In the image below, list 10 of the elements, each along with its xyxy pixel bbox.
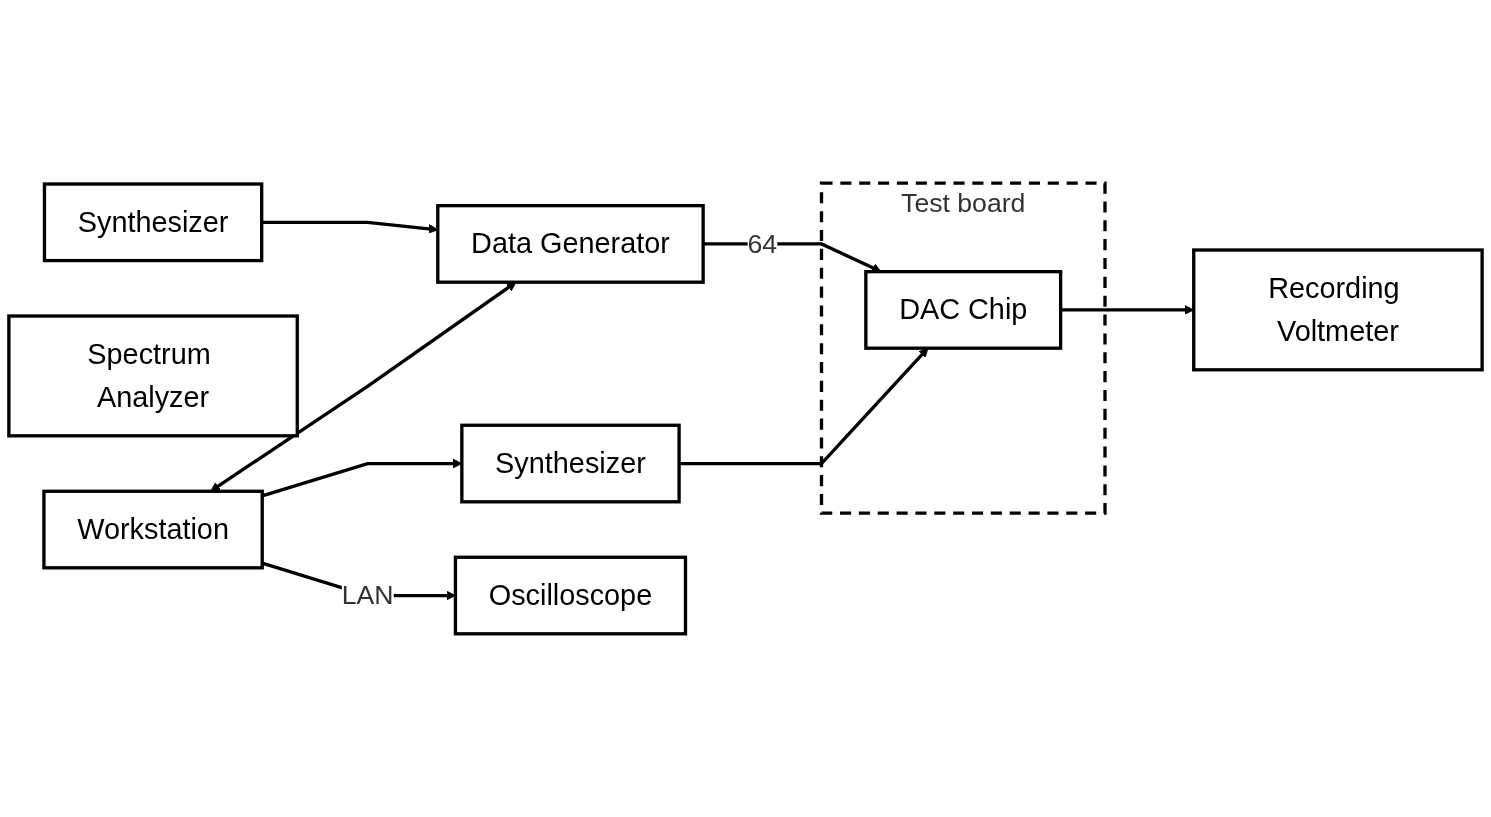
node-box: Workstation xyxy=(42,489,264,570)
edge-label: LAN xyxy=(341,580,394,610)
node-box: Recording Voltmeter xyxy=(1192,248,1484,372)
node-box: Spectrum Analyzer xyxy=(7,314,299,438)
node-box: DAC Chip xyxy=(864,270,1063,350)
node-box: Synthesizer xyxy=(42,182,264,263)
node-box: Oscilloscope xyxy=(453,555,688,636)
node-box: Synthesizer xyxy=(460,423,681,504)
node-box: Data Generator xyxy=(436,204,705,284)
edge-label: 64 xyxy=(747,228,778,259)
